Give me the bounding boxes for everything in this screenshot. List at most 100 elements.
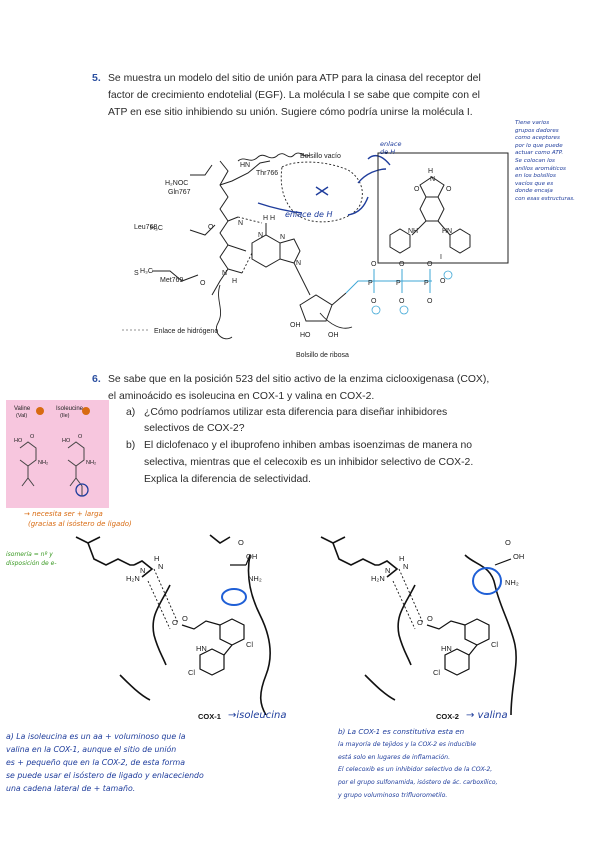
svg-text:O: O: [505, 538, 511, 547]
svg-text:H: H: [232, 278, 237, 285]
svg-text:NH₂: NH₂: [38, 460, 48, 466]
svg-text:N: N: [158, 562, 163, 571]
svg-text:O: O: [30, 434, 35, 440]
part-a-line-1: ¿Cómo podríamos utilizar esta diferencia…: [144, 407, 448, 418]
valine-badge-icon: [36, 407, 44, 415]
leu-label: Leu768: [134, 224, 157, 231]
svg-text:NH₂: NH₂: [86, 460, 96, 466]
part-b-line-3: Explica la diferencia de selectividad.: [144, 474, 311, 485]
svg-text:O: O: [446, 186, 452, 193]
hw-right-note: Tiene varios grupos dadores como aceptor…: [515, 120, 575, 202]
svg-text:N: N: [280, 234, 285, 241]
svg-text:N: N: [296, 260, 301, 267]
svg-text:O: O: [414, 186, 420, 193]
svg-text:O: O: [371, 261, 377, 268]
svg-text:HN: HN: [196, 644, 207, 653]
svg-text:N: N: [403, 562, 408, 571]
svg-text:H: H: [154, 554, 159, 563]
part-a-line-2: selectivos de COX-2?: [144, 423, 245, 434]
svg-text:O: O: [78, 434, 83, 440]
svg-text:OH: OH: [328, 332, 339, 339]
svg-text:P: P: [368, 280, 373, 287]
valine-code: (Val): [16, 413, 28, 419]
question-5-line-3: ATP en ese sitio inhibiendo su unión. Su…: [108, 107, 473, 118]
svg-text:NH₂: NH₂: [505, 578, 519, 587]
answer-a: a) La isoleucina es un aa + voluminoso q…: [6, 732, 204, 793]
svg-text:O: O: [200, 280, 206, 287]
svg-text:H₂NOC: H₂NOC: [165, 180, 188, 187]
cox2-label: COX-2: [436, 712, 459, 721]
svg-text:P: P: [424, 280, 429, 287]
svg-text:OH: OH: [246, 552, 257, 561]
hw-enlace-left: enlace de H: [380, 140, 402, 156]
green-note-line-1: isomería = nº y: [6, 551, 53, 558]
svg-text:HN: HN: [441, 644, 452, 653]
svg-text:O: O: [427, 614, 433, 623]
isoleucine-code: (Ile): [60, 413, 70, 419]
svg-text:N: N: [140, 566, 145, 575]
svg-text:Cl: Cl: [433, 668, 440, 677]
molecule-i-label: I: [440, 254, 442, 261]
orange-note-line-2: (gracias al isóstero de ligado): [28, 520, 132, 528]
svg-text:O: O: [172, 618, 178, 627]
svg-text:N: N: [258, 232, 263, 239]
empty-pocket-label: Bolsillo vacío: [300, 153, 341, 160]
hbond-legend: Enlace de hidrógeno: [154, 328, 218, 335]
svg-text:HO: HO: [14, 438, 23, 444]
thr-label: Thr766: [256, 170, 278, 177]
svg-text:HO: HO: [62, 438, 71, 444]
amino-acid-structures: HO O NH₂ HO O NH₂: [14, 434, 96, 497]
svg-text:O: O: [399, 261, 405, 268]
svg-text:H: H: [399, 554, 404, 563]
gln-label: Gln767: [168, 189, 191, 196]
svg-text:O: O: [427, 261, 433, 268]
question-5-number: 5.: [92, 72, 101, 84]
svg-text:HN: HN: [442, 228, 452, 235]
svg-text:O: O: [440, 278, 446, 285]
svg-text:NH: NH: [408, 228, 418, 235]
svg-text:O: O: [399, 298, 405, 305]
svg-text:HN: HN: [240, 162, 250, 169]
svg-text:H: H: [270, 215, 275, 222]
svg-text:O: O: [238, 538, 244, 547]
orange-note-line-1: → necesita ser + larga: [24, 510, 103, 518]
svg-text:O: O: [182, 614, 188, 623]
part-a-label: a): [126, 407, 136, 418]
hw-enlace-mid: enlace de H: [285, 210, 333, 219]
svg-text:OH: OH: [513, 552, 524, 561]
svg-text:NH₂: NH₂: [248, 574, 262, 583]
cox1-handwritten: →isoleucina: [228, 710, 287, 721]
green-note-line-2: disposición de e-: [6, 560, 57, 567]
svg-text:HO: HO: [300, 332, 311, 339]
svg-text:H₃C: H₃C: [140, 268, 153, 275]
met-label: Met769: [160, 277, 183, 284]
part-b-label: b): [126, 440, 136, 451]
svg-text:N: N: [385, 566, 390, 575]
svg-text:P: P: [396, 280, 401, 287]
svg-text:O: O: [427, 298, 433, 305]
question-5-line-1: Se muestra un modelo del sitio de unión …: [108, 73, 481, 84]
question-6-line-1: Se sabe que en la posición 523 del sitio…: [108, 374, 490, 385]
svg-text:O: O: [371, 298, 377, 305]
svg-text:Cl: Cl: [491, 640, 498, 649]
svg-text:N: N: [222, 270, 227, 277]
svg-text:OH: OH: [290, 322, 301, 329]
svg-text:N: N: [430, 176, 435, 183]
part-b-line-1: El diclofenaco y el ibuprofeno inhiben a…: [144, 440, 473, 451]
svg-text:H₃C: H₃C: [150, 225, 163, 232]
svg-text:H₂N: H₂N: [126, 574, 140, 583]
svg-text:O: O: [417, 618, 423, 627]
isoleucine-label: Isoleucine: [56, 406, 84, 412]
svg-text:Cl: Cl: [246, 640, 253, 649]
answer-b: b) La COX-1 es constitutiva esta en la m…: [338, 727, 498, 799]
cox1-label: COX-1: [198, 712, 221, 721]
part-b-line-2: selectiva, mientras que el celecoxib es …: [144, 457, 474, 468]
svg-text:H₂N: H₂N: [371, 574, 385, 583]
svg-text:H: H: [263, 215, 268, 222]
svg-text:H: H: [428, 168, 433, 175]
svg-text:O: O: [208, 224, 214, 231]
